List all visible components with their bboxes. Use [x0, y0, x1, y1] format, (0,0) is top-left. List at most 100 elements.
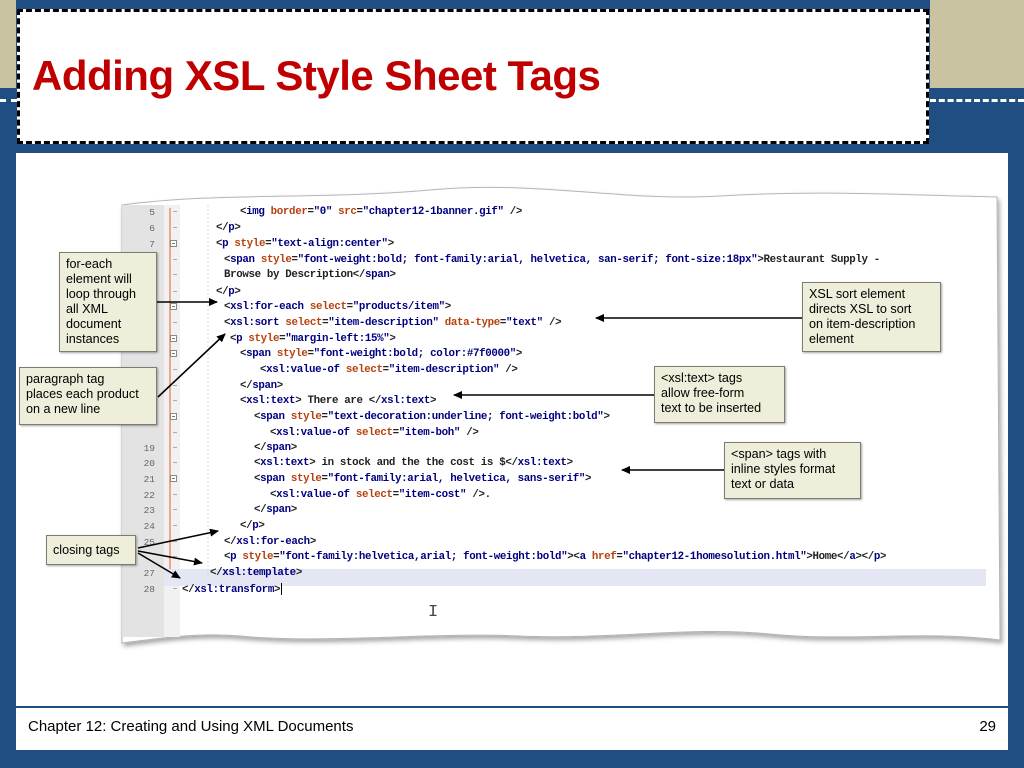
code-line: <xsl:sort select="item-description" data… — [120, 316, 1000, 332]
callout-span: <span> tags with inline styles format te… — [724, 442, 861, 499]
page-number: 29 — [979, 718, 996, 735]
code-line: 25</xsl:for-each> — [120, 535, 1000, 551]
code-panel: 5<img border="0" src="chapter12-1banner.… — [120, 183, 1000, 645]
code-line: 27 </xsl:template> — [120, 566, 1000, 582]
fold-tick — [173, 572, 177, 573]
fold-toggle-icon[interactable] — [170, 413, 177, 420]
code-line: 6 </p> — [120, 221, 1000, 237]
code-line: 14<xsl:value-of select="item-description… — [120, 363, 1000, 379]
fold-tick — [173, 322, 177, 323]
code-line: <p style="margin-left:15%"> — [120, 332, 1000, 348]
fold-tick — [173, 462, 177, 463]
fold-tick — [173, 447, 177, 448]
code-text: <span style="font-weight:bold; font-fami… — [224, 254, 880, 266]
code-text: <span style="font-weight:bold; color:#7f… — [240, 348, 523, 360]
code-text: <p style="margin-left:15%"> — [230, 333, 396, 345]
code-text: <xsl:sort select="item-description" data… — [224, 317, 562, 329]
code-text: <xsl:for-each select="products/item"> — [224, 301, 451, 313]
callout-xsl-text: <xsl:text> tags allow free-form text to … — [654, 366, 785, 423]
line-number: 27 — [143, 568, 155, 579]
fold-toggle-icon[interactable] — [170, 475, 177, 482]
code-line: 23 </span> — [120, 503, 1000, 519]
line-number: 6 — [149, 223, 155, 234]
text-cursor-icon: I — [428, 603, 439, 622]
fold-toggle-icon[interactable] — [170, 303, 177, 310]
code-text: <span style="text-decoration:underline; … — [254, 411, 610, 423]
callout-for-each: for-each element will loop through all X… — [59, 252, 157, 352]
footer-chapter: Chapter 12: Creating and Using XML Docum… — [28, 718, 354, 735]
fold-tick — [173, 556, 177, 557]
fold-tick — [173, 211, 177, 212]
line-number: 7 — [149, 239, 155, 250]
line-number: 24 — [143, 521, 155, 532]
code-line: <xsl:text> There are </xsl:text> — [120, 394, 1000, 410]
code-line: <xsl:for-each select="products/item"> — [120, 300, 1000, 316]
code-text: Browse by Description</span> — [224, 269, 396, 281]
callout-sort: XSL sort element directs XSL to sort on … — [802, 282, 941, 352]
fold-tick — [173, 509, 177, 510]
code-text: </xsl:template> — [210, 567, 302, 579]
fold-tick — [173, 227, 177, 228]
code-line: <span style="font-weight:bold; font-fami… — [120, 253, 1000, 269]
code-text: </span> — [254, 504, 297, 516]
code-text: </p> — [240, 520, 265, 532]
code-line: 19 </span> — [120, 441, 1000, 457]
callout-paragraph: paragraph tag places each product on a n… — [19, 367, 157, 425]
code-text: </p> — [216, 286, 241, 298]
fold-tick — [173, 259, 177, 260]
code-text: <xsl:value-of select="item-description" … — [260, 364, 518, 376]
code-text: </span> — [254, 442, 297, 454]
code-text: </span> — [240, 380, 283, 392]
line-number: 23 — [143, 505, 155, 516]
fold-toggle-icon[interactable] — [170, 240, 177, 247]
current-line-highlight — [164, 569, 986, 586]
code-line: 24 </p> — [120, 519, 1000, 535]
fold-tick — [173, 291, 177, 292]
caret — [281, 583, 283, 595]
code-text: <img border="0" src="chapter12-1banner.g… — [240, 206, 523, 218]
footer-bar — [16, 708, 1008, 750]
code-text: <xsl:value-of select="item-cost" />. — [270, 489, 491, 501]
code-line: 5<img border="0" src="chapter12-1banner.… — [120, 205, 1000, 221]
code-text: </xsl:transform> — [182, 583, 283, 596]
fold-toggle-icon[interactable] — [170, 350, 177, 357]
fold-tick — [173, 274, 177, 275]
fold-tick — [173, 432, 177, 433]
code-line: </p> — [120, 285, 1000, 301]
code-text: <xsl:text> in stock and the the cost is … — [254, 457, 573, 469]
fold-tick — [173, 588, 177, 589]
code-line: Browse by Description</span> — [120, 268, 1000, 284]
code-line: </span> — [120, 379, 1000, 395]
fold-tick — [173, 541, 177, 542]
callout-closing-tags: closing tags — [46, 535, 136, 565]
code-line: 20 <xsl:text> in stock and the the cost i… — [120, 456, 1000, 472]
code-line: <xsl:value-of select="item-boh" /> — [120, 426, 1000, 442]
code-line: 22 <xsl:value-of select="item-cost" />. — [120, 488, 1000, 504]
code-text: <xsl:text> There are </xsl:text> — [240, 395, 437, 407]
code-line: 7 <p style="text-align:center"> — [120, 237, 1000, 253]
fold-toggle-icon[interactable] — [170, 335, 177, 342]
line-number: 22 — [143, 490, 155, 501]
code-text: <xsl:value-of select="item-boh" /> — [270, 427, 479, 439]
fold-tick — [173, 525, 177, 526]
code-lines: 5<img border="0" src="chapter12-1banner.… — [120, 183, 1000, 645]
code-text: </p> — [216, 222, 241, 234]
fold-tick — [173, 400, 177, 401]
fold-tick — [173, 494, 177, 495]
code-line: 28 </xsl:transform> — [120, 582, 1000, 598]
fold-tick — [173, 369, 177, 370]
line-number: 19 — [143, 443, 155, 454]
code-line: <span style="font-weight:bold; color:#7f… — [120, 347, 1000, 363]
code-text: <p style="text-align:center"> — [216, 238, 394, 250]
line-number: 20 — [143, 458, 155, 469]
code-line: 21<span style="font-family:arial, helvet… — [120, 472, 1000, 488]
fold-tick — [173, 385, 177, 386]
fold-gutter — [164, 205, 180, 637]
slide-title: Adding XSL Style Sheet Tags — [32, 52, 601, 99]
dashed-rule-left — [0, 99, 17, 102]
code-text: </xsl:for-each> — [224, 536, 316, 548]
decor-band-left — [0, 0, 16, 88]
line-number: 21 — [143, 474, 155, 485]
dashed-rule-right — [930, 99, 1024, 102]
line-number: 28 — [143, 584, 155, 595]
